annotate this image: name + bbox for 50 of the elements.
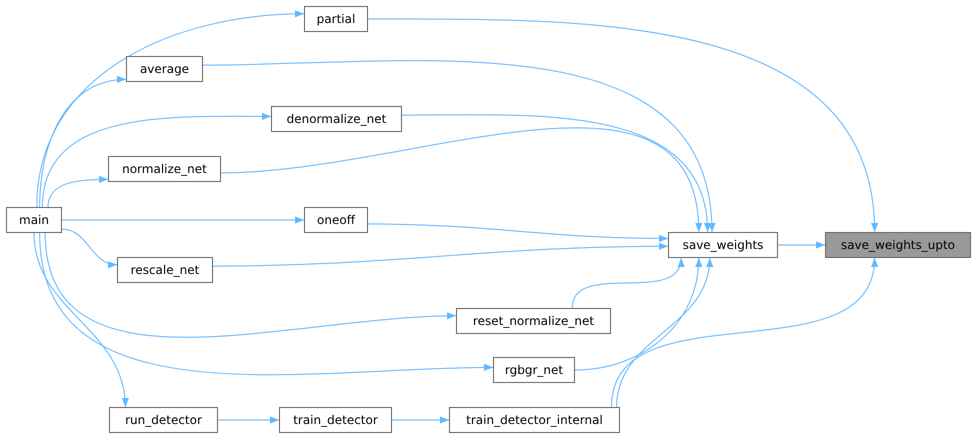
call-arrow bbox=[42, 112, 272, 208]
call-arrow bbox=[36, 10, 304, 208]
call-arrow bbox=[62, 216, 304, 224]
function-name: normalize_net bbox=[122, 162, 207, 176]
function-box bbox=[668, 232, 778, 258]
call-arrow bbox=[44, 232, 456, 338]
call-arrow bbox=[610, 258, 876, 408]
call-arrow bbox=[392, 416, 450, 424]
call-arrow bbox=[572, 258, 683, 308]
function-name: rgbgr_net bbox=[504, 363, 564, 377]
function-box bbox=[449, 407, 620, 433]
function-name: train_detector bbox=[293, 413, 378, 427]
function-box bbox=[271, 106, 402, 132]
function-box bbox=[108, 156, 221, 182]
function-name: oneoff bbox=[317, 213, 355, 227]
call-arrow bbox=[48, 176, 108, 208]
function-box bbox=[825, 232, 971, 258]
function-box bbox=[304, 6, 368, 32]
call-arrow bbox=[368, 18, 878, 232]
function-name: partial bbox=[316, 12, 356, 26]
function-box bbox=[6, 207, 62, 233]
call-arrow bbox=[616, 258, 712, 408]
function-name: reset_normalize_net bbox=[472, 314, 594, 328]
function-box bbox=[304, 207, 368, 233]
function-name: run_detector bbox=[125, 413, 202, 427]
function-name: save_weights bbox=[682, 238, 764, 252]
function-name: train_detector_internal bbox=[466, 413, 603, 427]
call-arrow bbox=[218, 416, 280, 424]
function-name: average bbox=[140, 62, 190, 76]
call-arrow bbox=[574, 258, 702, 370]
call-arrow bbox=[34, 232, 128, 408]
function-box bbox=[117, 257, 213, 283]
function-box bbox=[456, 308, 611, 334]
call-arrow bbox=[778, 241, 826, 249]
call-arrow bbox=[62, 228, 118, 268]
call-arrow bbox=[220, 127, 702, 232]
function-name: main bbox=[19, 213, 49, 227]
call-arrow bbox=[402, 114, 710, 232]
function-box bbox=[126, 56, 203, 82]
call-arrow bbox=[202, 60, 714, 232]
function-name: save_weights_upto bbox=[840, 238, 956, 252]
call-arrow bbox=[368, 223, 668, 242]
function-box bbox=[493, 357, 575, 383]
call-arrow bbox=[212, 242, 668, 267]
function-name: rescale_net bbox=[130, 263, 200, 277]
function-box bbox=[109, 407, 218, 433]
function-box bbox=[279, 407, 392, 433]
function-name: denormalize_net bbox=[286, 112, 386, 126]
call-arrow bbox=[39, 232, 494, 376]
call-arrow bbox=[39, 76, 126, 208]
